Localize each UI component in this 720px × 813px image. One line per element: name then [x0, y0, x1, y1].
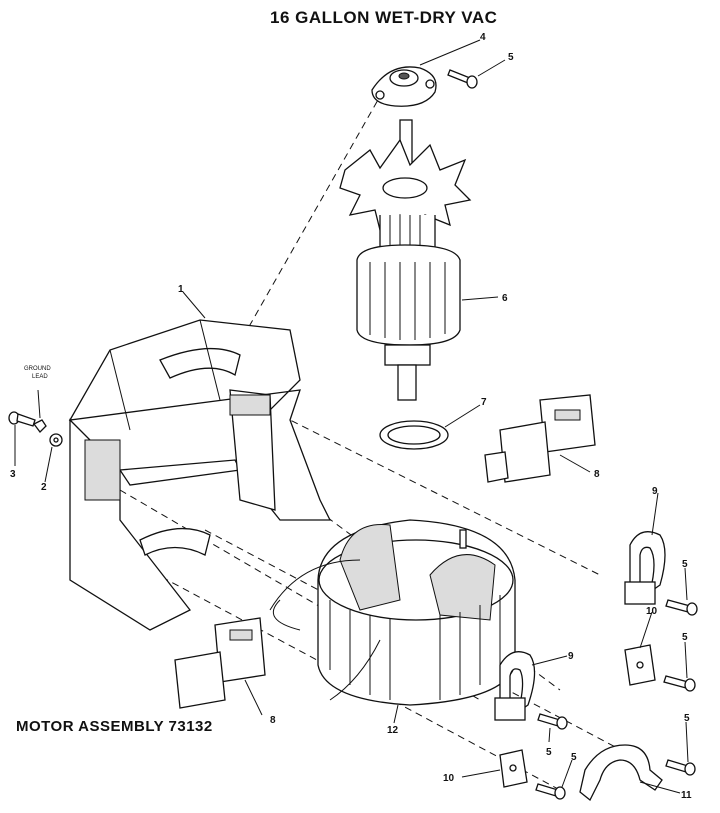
- callout-7: 7: [481, 397, 487, 408]
- callout-5f: 5: [571, 752, 577, 763]
- assembly-label: MOTOR ASSEMBLY 73132: [16, 718, 213, 735]
- diagram-title: 16 GALLON WET-DRY VAC: [270, 8, 498, 27]
- callout-11: 11: [681, 790, 692, 801]
- callout-leader-lines: [14, 39, 689, 794]
- callout-8b: 8: [270, 715, 276, 726]
- plate-upper-part: [624, 644, 656, 686]
- callout-12: 12: [387, 725, 399, 736]
- motor-bracket-part: [68, 319, 332, 631]
- callout-5d: 5: [684, 713, 690, 724]
- screw-part: [665, 759, 696, 776]
- lock-washer-part: [49, 433, 63, 447]
- callout-9a: 9: [652, 486, 658, 497]
- ground-lead-label-line2: LEAD: [32, 374, 48, 380]
- callout-5c: 5: [682, 632, 688, 643]
- brush-holder-lower-part: [174, 617, 266, 709]
- washer-ring-part: [379, 420, 449, 450]
- screw-part: [535, 783, 566, 800]
- bearing-cap-part: [371, 66, 437, 107]
- armature-part: [339, 119, 472, 401]
- callout-8a: 8: [594, 469, 600, 480]
- screw-part: [663, 675, 696, 692]
- callout-labels: 1 2 3 4 5 6 7 8 8 9 9 10 10 11 12 5 5 5 …: [10, 32, 692, 801]
- callout-2: 2: [41, 482, 47, 493]
- callout-5e: 5: [546, 747, 552, 758]
- ground-screw-part: [8, 411, 47, 433]
- callout-10b: 10: [443, 773, 455, 784]
- screw-part: [665, 599, 698, 616]
- callout-4: 4: [480, 32, 486, 43]
- plate-lower-part: [499, 749, 528, 788]
- callout-3: 3: [10, 469, 16, 480]
- field-stator-part: [269, 519, 516, 706]
- callout-5b: 5: [682, 559, 688, 570]
- ground-lead-label-line1: GROUND: [24, 366, 51, 372]
- callout-6: 6: [502, 293, 508, 304]
- callout-9b: 9: [568, 651, 574, 662]
- screw-part: [537, 713, 568, 730]
- brush-holder-upper-part: [484, 394, 596, 483]
- screw-part: [447, 69, 478, 89]
- ground-lead-wire: [37, 389, 41, 419]
- callout-5a: 5: [508, 52, 514, 63]
- callout-10a: 10: [646, 606, 658, 617]
- strap-part: [579, 744, 663, 802]
- clip-lower-part: [494, 651, 536, 721]
- clip-upper-part: [624, 531, 666, 605]
- callout-1: 1: [178, 284, 184, 295]
